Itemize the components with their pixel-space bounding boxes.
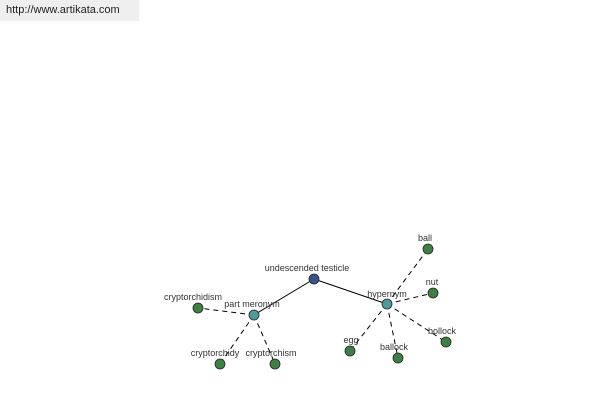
node-label-root[interactable]: undescended testicle — [265, 263, 350, 273]
source-url[interactable]: http://www.artikata.com — [0, 0, 139, 21]
node-label-leaf-ballock[interactable]: ballock — [380, 342, 409, 352]
node-label-relation-part-meronym[interactable]: part meronym — [224, 299, 280, 309]
node-leaf-egg[interactable] — [344, 345, 356, 357]
edge-hypernym-ballock — [386, 303, 399, 359]
node-label-leaf-nut[interactable]: nut — [426, 277, 439, 287]
node-leaf-bollock[interactable] — [440, 336, 452, 348]
node-leaf-ball[interactable] — [422, 243, 434, 255]
node-label-leaf-cryptorchidy[interactable]: cryptorchidy — [191, 348, 240, 358]
edge-hypernym-bollock — [386, 303, 447, 343]
graph-edges — [197, 248, 447, 365]
node-label-leaf-ball[interactable]: ball — [418, 233, 432, 243]
node-label-leaf-bollock[interactable]: bollock — [428, 326, 457, 336]
edge-root-part-meronym — [253, 278, 315, 316]
node-leaf-nut[interactable] — [427, 287, 439, 299]
edge-hypernym-nut — [386, 292, 434, 305]
edge-hypernym-egg — [349, 303, 388, 352]
node-leaf-ballock[interactable] — [392, 352, 404, 364]
node-relation-part-meronym[interactable] — [248, 309, 260, 321]
node-root[interactable] — [308, 273, 320, 285]
node-label-leaf-cryptorchism[interactable]: cryptorchism — [245, 348, 296, 358]
node-leaf-cryptorchidism[interactable] — [192, 302, 204, 314]
node-leaf-cryptorchism[interactable] — [269, 358, 281, 370]
node-relation-hypernym[interactable] — [381, 298, 393, 310]
edge-hypernym-ball — [386, 248, 429, 305]
node-leaf-cryptorchidy[interactable] — [214, 358, 226, 370]
graph-nodes — [192, 243, 452, 370]
edge-part-meronym-cryptorchidy — [219, 314, 255, 365]
edge-part-meronym-cryptorchidism — [197, 307, 255, 316]
edge-root-hypernym — [313, 278, 388, 305]
node-label-leaf-cryptorchidism[interactable]: cryptorchidism — [164, 292, 222, 302]
node-label-leaf-egg[interactable]: egg — [343, 335, 358, 345]
node-label-relation-hypernym[interactable]: hypernym — [367, 289, 407, 299]
